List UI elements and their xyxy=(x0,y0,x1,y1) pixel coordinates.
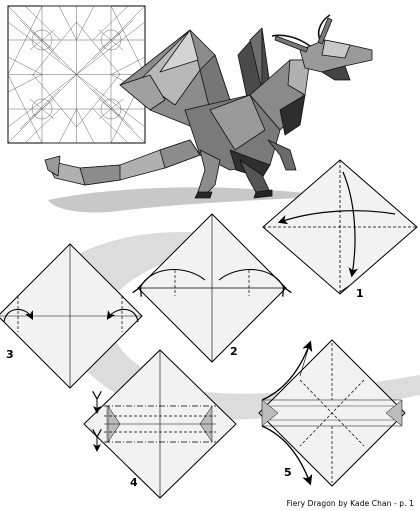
step-5-diagram: 5 xyxy=(259,340,405,486)
page-footer: Fiery Dragon by Kade Chan - p. 1 xyxy=(287,499,414,508)
step-2-number: 2 xyxy=(230,345,238,358)
crease-pattern xyxy=(8,6,145,143)
step-1-diagram: 1 xyxy=(263,160,417,300)
step-5-number: 5 xyxy=(284,466,292,479)
step-1-number: 1 xyxy=(356,287,364,300)
step-3-number: 3 xyxy=(6,348,14,361)
step-4-number: 4 xyxy=(130,476,138,489)
